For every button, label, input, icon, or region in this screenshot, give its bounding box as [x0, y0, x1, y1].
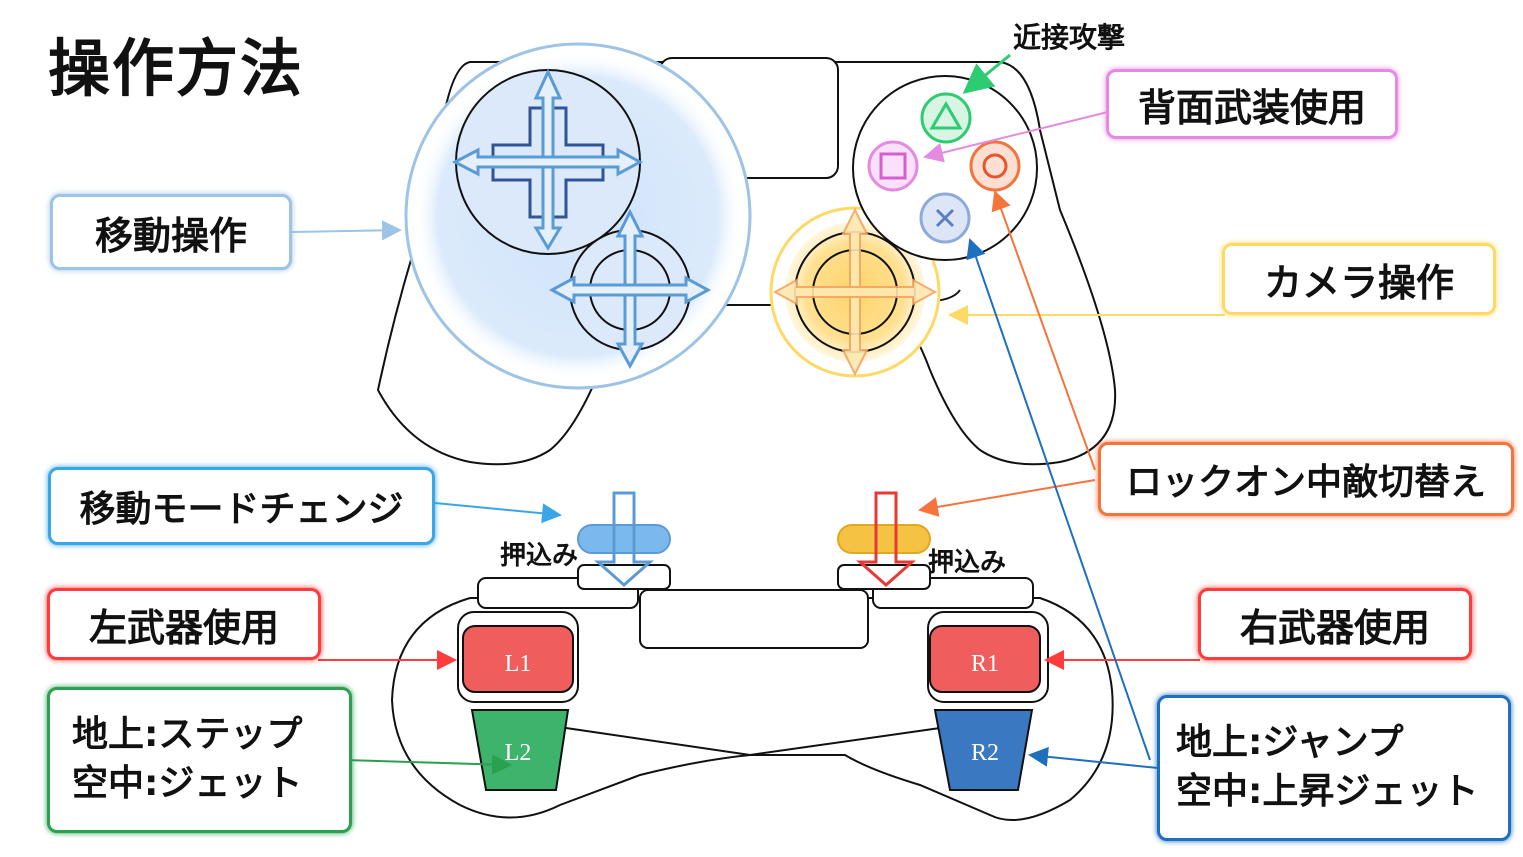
- triangle-button-icon: [920, 92, 972, 144]
- r1-label: R1: [971, 651, 999, 677]
- camera-callout: カメラ操作: [1222, 243, 1496, 315]
- r2-button: [933, 709, 1034, 791]
- l2-callout: 地上:ステップ 空中:ジェット: [47, 687, 352, 833]
- melee-label: 近接攻撃: [1013, 21, 1126, 54]
- l2-label: L2: [505, 740, 532, 766]
- back-weapon-callout: 背面武装使用: [1106, 69, 1398, 139]
- left-stick: [548, 208, 712, 370]
- r2-air-text: 空中:上昇ジェット: [1176, 771, 1479, 812]
- l1-label: L1: [505, 651, 532, 677]
- left-weapon-callout: 左武器使用: [47, 588, 321, 660]
- dpad: [451, 68, 644, 255]
- move-mode-callout: 移動モードチェンジ: [48, 467, 435, 545]
- l3-press-pill: [577, 524, 671, 554]
- lock-on-callout: ロックオン中敵切替え: [1098, 442, 1514, 516]
- l1-button: [462, 625, 574, 693]
- r3-press-pill: [837, 524, 931, 554]
- l2-air-text: 空中:ジェット: [72, 763, 303, 804]
- move-callout: 移動操作: [50, 194, 292, 270]
- l2-ground-text: 地上:ステップ: [72, 714, 303, 756]
- face-buttons: [852, 75, 1038, 261]
- r1-button: [929, 625, 1041, 693]
- r2-ground-text: 地上:ジャンプ: [1176, 722, 1404, 764]
- r2-label: R2: [971, 740, 999, 766]
- right-weapon-callout: 右武器使用: [1198, 588, 1472, 660]
- press-left-label: 押込み: [500, 541, 579, 571]
- square-button-icon: [867, 140, 919, 192]
- right-stick: [769, 206, 941, 378]
- r3-down-arrow: [856, 491, 916, 588]
- l3-down-arrow: [594, 491, 654, 588]
- press-right-label: 押込み: [928, 548, 1007, 578]
- r2-callout: 地上:ジャンプ 空中:上昇ジェット: [1157, 695, 1511, 841]
- circle-button-icon: [969, 140, 1021, 192]
- page-title: 操作方法: [48, 32, 305, 105]
